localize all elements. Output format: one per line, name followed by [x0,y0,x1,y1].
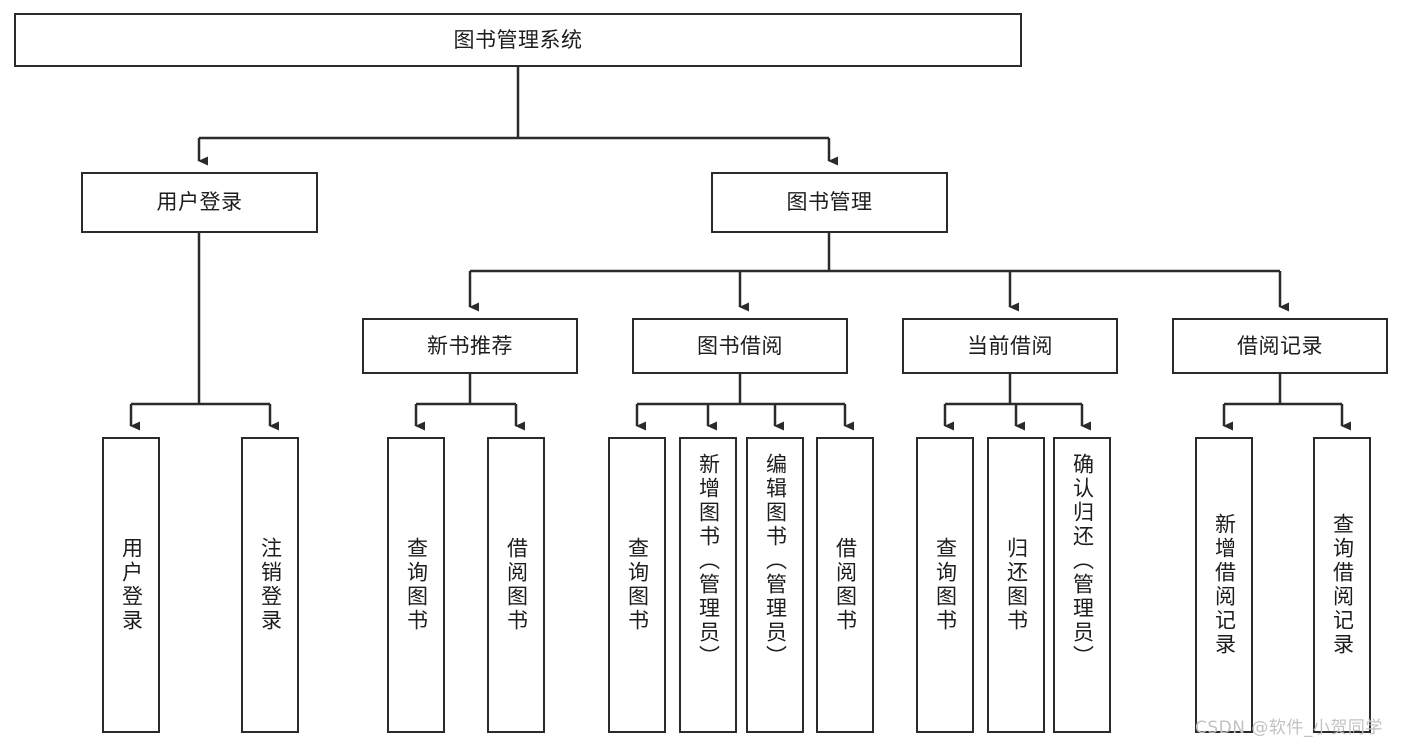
node-leaf-return-book[interactable]: 归还图书 [987,437,1045,733]
node-label: 图书管理系统 [453,27,583,52]
node-leaf-edit-book[interactable]: 编辑图书（管理员） [746,437,804,733]
node-root[interactable]: 图书管理系统 [14,13,1022,67]
node-label: 用户登录 [156,190,243,215]
node-label: 新增借阅记录 [1212,513,1237,657]
node-label: 借阅记录 [1237,333,1323,358]
node-leaf-borrow-book[interactable]: 借阅图书 [816,437,874,733]
node-leaf-logout[interactable]: 注销登录 [241,437,299,733]
node-label: 查询图书 [625,537,650,633]
node-leaf-query-book-borrow[interactable]: 查询图书 [608,437,666,733]
node-new-book-recommend[interactable]: 新书推荐 [362,318,578,374]
node-leaf-add-borrow-record[interactable]: 新增借阅记录 [1195,437,1253,733]
node-label: 图书管理 [786,190,873,215]
node-leaf-query-book-current[interactable]: 查询图书 [916,437,974,733]
node-leaf-add-book[interactable]: 新增图书（管理员） [679,437,737,733]
node-current-borrow[interactable]: 当前借阅 [902,318,1118,374]
node-label: 用户登录 [119,537,144,633]
node-user-login[interactable]: 用户登录 [81,172,318,233]
node-label: 图书借阅 [697,333,783,358]
node-label: 借阅图书 [504,537,529,633]
node-label: 确认归还（管理员） [1070,453,1095,669]
node-label: 新增图书（管理员） [696,453,721,669]
node-label: 归还图书 [1004,537,1029,633]
node-label: 查询图书 [933,537,958,633]
node-leaf-user-login[interactable]: 用户登录 [102,437,160,733]
node-borrow-record[interactable]: 借阅记录 [1172,318,1388,374]
node-label: 当前借阅 [967,333,1053,358]
node-leaf-query-book-recommend[interactable]: 查询图书 [387,437,445,733]
node-leaf-borrow-book-recommend[interactable]: 借阅图书 [487,437,545,733]
csdn-watermark: CSDN @软件_小贺同学 [1195,718,1383,738]
node-label: 查询图书 [404,537,429,633]
node-label: 注销登录 [258,537,283,633]
node-book-management[interactable]: 图书管理 [711,172,948,233]
node-label: 新书推荐 [427,333,513,358]
node-label: 编辑图书（管理员） [763,453,788,669]
node-book-borrow[interactable]: 图书借阅 [632,318,848,374]
node-leaf-query-borrow-record[interactable]: 查询借阅记录 [1313,437,1371,733]
node-label: 借阅图书 [833,537,858,633]
node-leaf-confirm-return[interactable]: 确认归还（管理员） [1053,437,1111,733]
node-label: 查询借阅记录 [1330,513,1355,657]
